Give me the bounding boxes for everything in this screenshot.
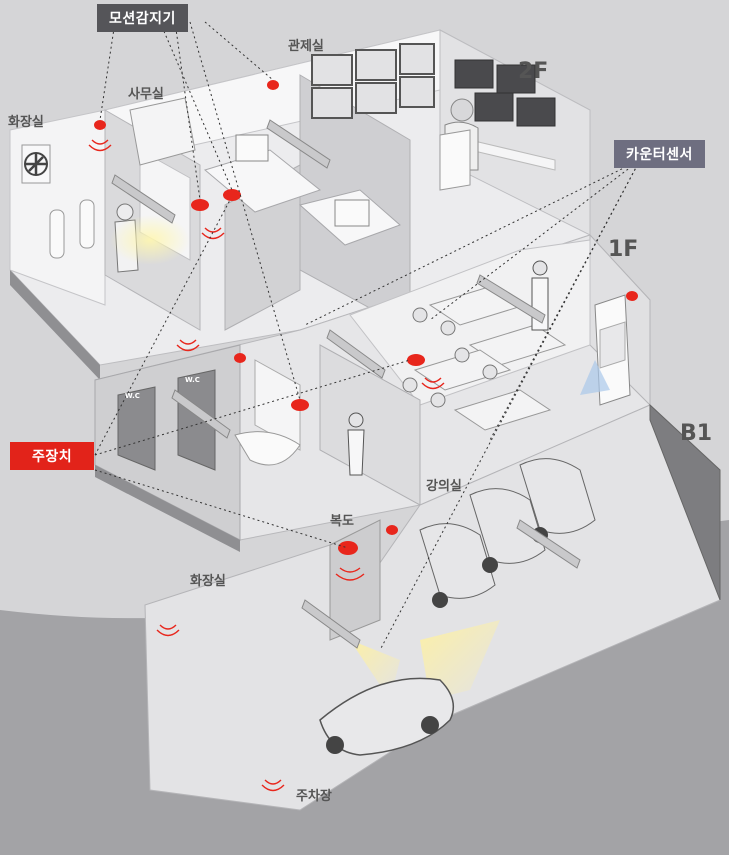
parked-cars bbox=[419, 458, 596, 608]
wc-sign-2: W.C bbox=[185, 376, 200, 384]
light-fixtures bbox=[111, 119, 581, 649]
motion-sensor-tag: 모션감지기 bbox=[97, 4, 188, 32]
wc-door-1 bbox=[117, 386, 156, 471]
wall-b1-right bbox=[649, 403, 721, 601]
signal-arcs bbox=[88, 139, 445, 792]
floor-label-b1: B1 bbox=[680, 421, 712, 446]
room-label-parking: 주차장 bbox=[296, 788, 332, 804]
wall-2f-front-edge bbox=[10, 270, 100, 380]
video-wall bbox=[311, 43, 435, 119]
washroom-mirror bbox=[254, 359, 301, 451]
floor-label-2f: 2F bbox=[518, 59, 548, 84]
room-label-corridor: 복도 bbox=[330, 514, 354, 529]
office-furniture bbox=[129, 97, 401, 246]
room-label-restroom-1f: 화장실 bbox=[190, 573, 226, 589]
washroom-sink bbox=[234, 431, 301, 466]
main-device-tag: 주장치 bbox=[10, 442, 95, 470]
operator-monitors bbox=[454, 59, 556, 171]
counter-sensor-tag: 카운터센서 bbox=[614, 140, 705, 168]
wc-sign-1: W.C bbox=[125, 392, 140, 400]
restroom-2f-fixtures bbox=[21, 144, 190, 273]
floor-label-1f: 1F bbox=[608, 237, 638, 262]
motion-sensor-icon bbox=[94, 80, 638, 555]
room-label-lecture-room: 강의실 bbox=[426, 478, 462, 494]
moving-car bbox=[319, 677, 455, 756]
wc-door-2 bbox=[177, 369, 216, 471]
operator-person bbox=[439, 98, 479, 191]
fan-icon bbox=[24, 152, 48, 176]
counter-sensor-leaders bbox=[304, 159, 641, 651]
room-label-restroom-2f: 화장실 bbox=[8, 114, 44, 130]
air-conditioner bbox=[580, 294, 631, 406]
main-device-leaders bbox=[94, 199, 411, 549]
floor-1f-front-edge bbox=[95, 465, 240, 552]
motion-sensor-leaders bbox=[99, 21, 301, 401]
walking-person bbox=[347, 412, 365, 476]
room-label-office: 사무실 bbox=[128, 86, 164, 102]
room-label-control-room: 관제실 bbox=[288, 38, 324, 54]
